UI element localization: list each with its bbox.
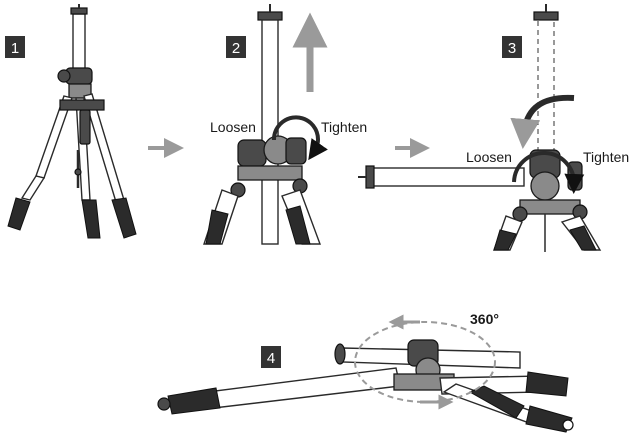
loosen-label-3: Loosen [466,149,512,165]
rotation-angle-label: 360° [470,311,499,327]
center-column-raised-icon [203,4,322,245]
step-1-badge: 1 [5,36,25,58]
step-3-badge: 3 [502,36,522,58]
tripod-extended-icon [7,4,137,239]
step-2-badge: 2 [226,36,246,58]
curved-arrow-icon [510,94,575,149]
step-2-number: 2 [232,40,240,57]
clockwise-arrow-icon [512,151,585,194]
step-4-panel: 4 360° [157,311,574,433]
step-1-number: 1 [11,40,19,57]
center-column-removed-icon [358,4,602,252]
tighten-label-3: Tighten [583,149,629,165]
tighten-label-2: Tighten [321,119,367,135]
step-4-badge: 4 [261,346,281,368]
loosen-label-2: Loosen [210,119,256,135]
step-1-panel: 1 [5,4,137,239]
tripod-horizontal-column-icon [157,339,574,433]
step-3-number: 3 [508,40,516,57]
step-4-number: 4 [267,350,275,367]
step-2-panel: 2 Loosen Tighten [203,4,367,245]
dashed-ellipse-icon [354,314,496,410]
step-3-panel: 3 [358,4,629,252]
clockwise-arrow-icon [271,115,328,161]
